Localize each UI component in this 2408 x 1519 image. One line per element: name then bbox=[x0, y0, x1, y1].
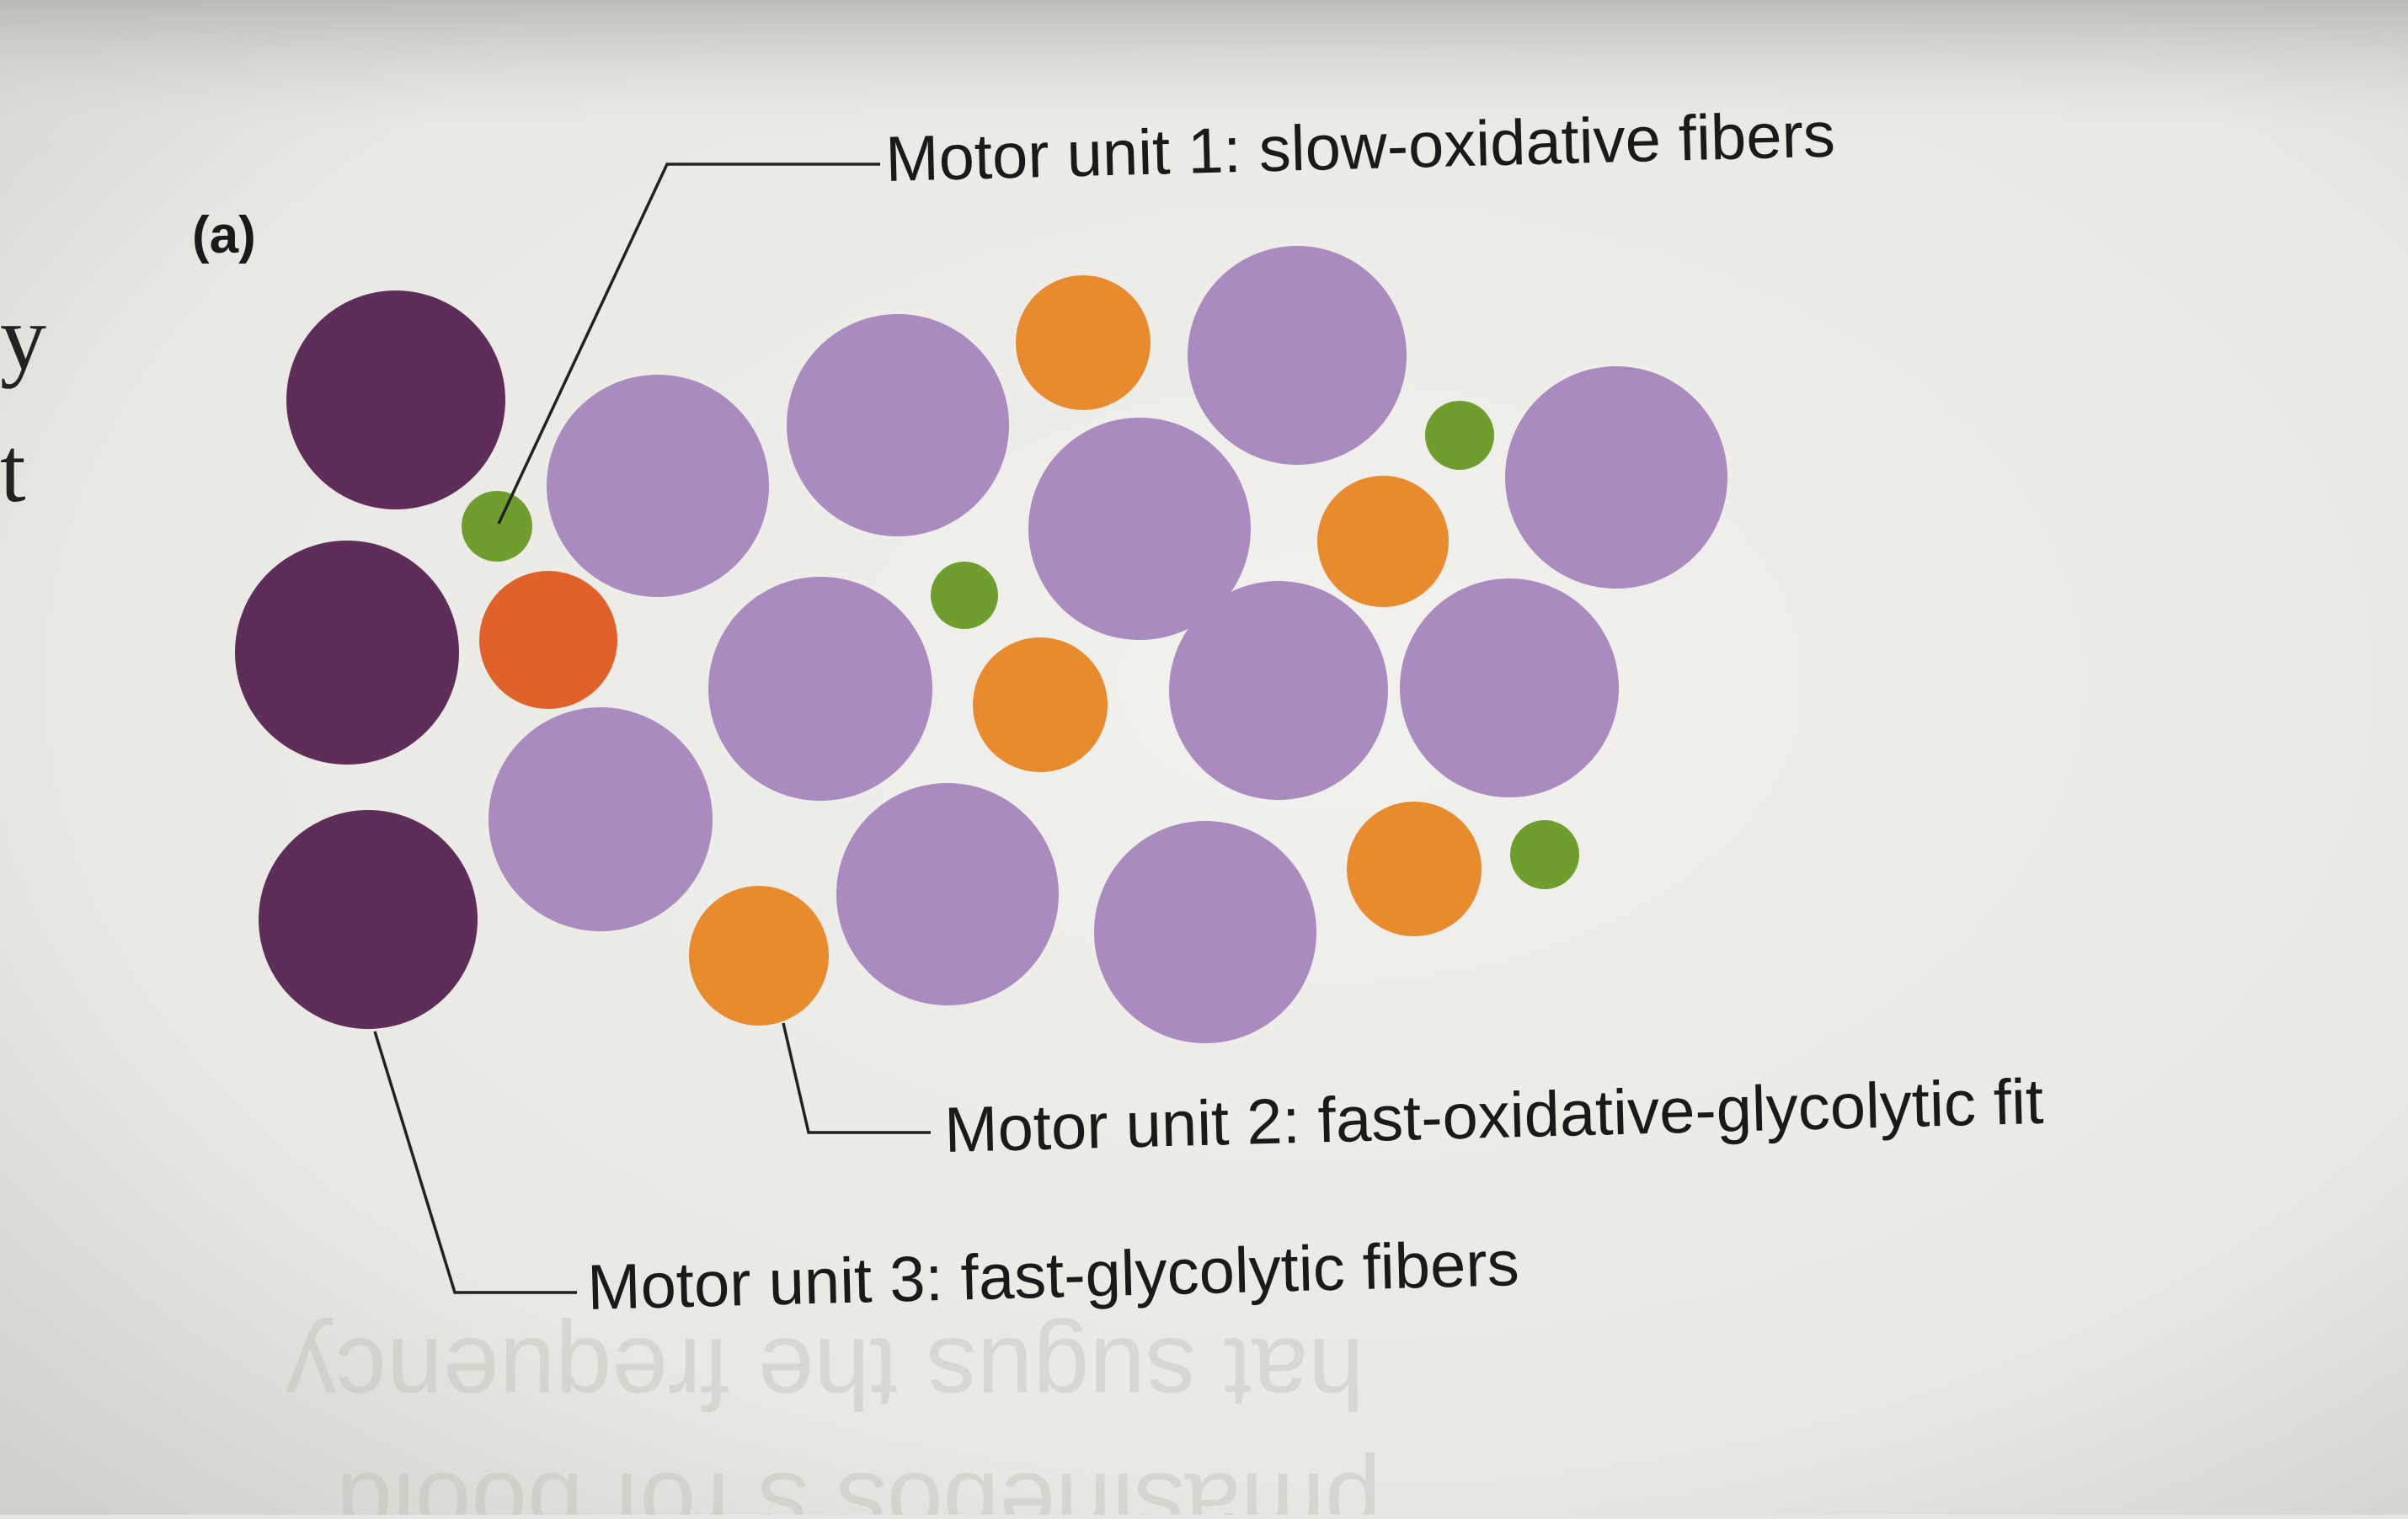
fiber-light-purple bbox=[1400, 578, 1619, 797]
fiber-orange bbox=[973, 637, 1108, 772]
fiber-light-purple bbox=[836, 783, 1059, 1005]
bleed-text-1: hat sugus the frequency bbox=[286, 1317, 1364, 1430]
bleed-text-2: pmasinebos s rof boold bbox=[336, 1452, 1381, 1515]
leader-line-unit1 bbox=[497, 163, 880, 525]
fiber-light-purple bbox=[787, 314, 1009, 536]
fiber-light-purple bbox=[708, 577, 932, 801]
fiber-orange bbox=[1347, 802, 1482, 936]
fiber-light-purple bbox=[489, 707, 713, 931]
fiber-green bbox=[1510, 820, 1579, 889]
fiber-dark-purple bbox=[235, 541, 459, 765]
fiber-light-purple bbox=[547, 375, 769, 597]
leader-line-unit3 bbox=[373, 1031, 577, 1294]
leader-line-unit2 bbox=[782, 1022, 931, 1134]
panel-label: (a) bbox=[192, 206, 256, 264]
fiber-green bbox=[462, 491, 532, 562]
margin-letter-y: y bbox=[0, 286, 46, 389]
paper-top-shadow bbox=[0, 0, 2408, 143]
fiber-green bbox=[1425, 401, 1494, 470]
fiber-orange bbox=[689, 886, 829, 1026]
fiber-light-purple bbox=[1169, 581, 1388, 800]
fiber-green bbox=[931, 562, 998, 629]
margin-letter-t: t bbox=[0, 418, 26, 521]
fiber-dark-purple bbox=[286, 290, 505, 509]
fiber-light-purple bbox=[1028, 418, 1251, 640]
muscle-fiber-cross-section bbox=[235, 246, 1727, 1043]
fiber-orange bbox=[1317, 476, 1449, 607]
fiber-light-purple bbox=[1094, 821, 1316, 1043]
fiber-light-purple bbox=[1505, 366, 1727, 589]
fiber-dark-purple bbox=[259, 810, 478, 1029]
fiber-orange bbox=[479, 571, 617, 709]
fiber-light-purple bbox=[1188, 246, 1407, 465]
fiber-orange bbox=[1016, 275, 1151, 410]
